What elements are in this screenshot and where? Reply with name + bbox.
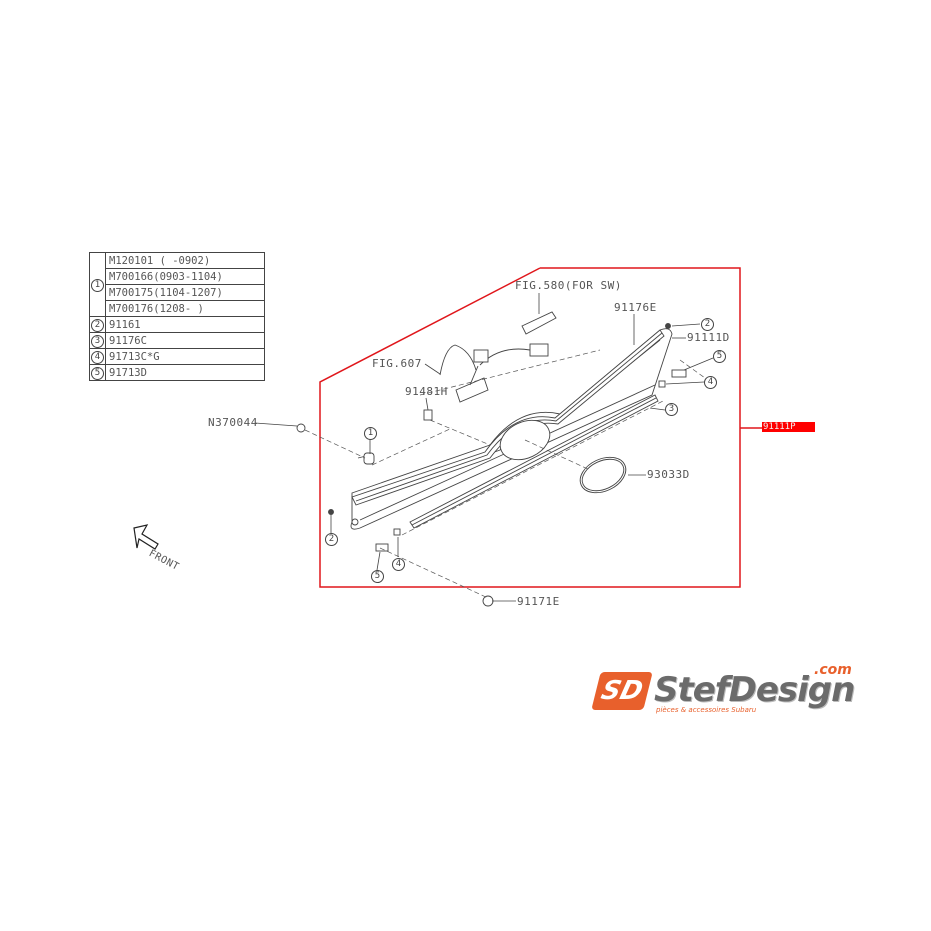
logo-mark-icon: SD xyxy=(591,672,653,710)
marker-4: 4 xyxy=(704,376,717,389)
assembly-tag-91111P[interactable]: 91111P xyxy=(762,422,815,432)
switch-bracket xyxy=(521,311,557,335)
nut-N370044 xyxy=(296,423,306,433)
clip-91481H xyxy=(423,409,433,421)
emblem-93033D xyxy=(579,456,627,494)
nut-91171E xyxy=(482,595,494,607)
callout-fig607[interactable]: FIG.607 xyxy=(372,357,422,370)
legend-row: M700176(1208- ) xyxy=(90,300,265,317)
marker-1: 1 xyxy=(364,427,377,440)
marker-4: 4 xyxy=(392,558,405,571)
callout-93033D: 93033D xyxy=(647,468,690,481)
callout-91481H: 91481H xyxy=(405,385,448,398)
callout-91171E: 91171E xyxy=(517,595,560,608)
callout-91176E: 91176E xyxy=(614,301,657,314)
callout-N370044: N370044 xyxy=(208,416,258,429)
legend-row: 3 91176C xyxy=(89,332,265,349)
legend-value: 91176C xyxy=(105,332,265,349)
logo-tagline: pièces & accessoires Subaru xyxy=(656,706,757,714)
parts-legend-table: 1 M120101 ( -0902) M700166(0903-1104) M7… xyxy=(89,252,265,381)
legend-value: M700176(1208- ) xyxy=(105,300,265,317)
legend-value: 91713D xyxy=(105,364,265,381)
logo-wordmark: StefDesign xyxy=(654,670,855,710)
lamp-assembly xyxy=(455,377,489,403)
front-arrow-icon xyxy=(133,524,159,550)
marker-5: 5 xyxy=(713,350,726,363)
logo-domain: .com xyxy=(814,662,852,678)
stefdesign-logo[interactable]: SD StefDesign .com pièces & accessoires … xyxy=(591,662,856,718)
marker-2: 2 xyxy=(325,533,338,546)
assembly-boundary xyxy=(319,267,741,588)
callout-91111D: 91111D xyxy=(687,331,730,344)
marker-2: 2 xyxy=(701,318,714,331)
legend-row: 5 91713D xyxy=(89,364,265,381)
marker-3: 3 xyxy=(665,403,678,416)
callout-fig580[interactable]: FIG.580(FOR SW) xyxy=(515,279,622,292)
marker-5: 5 xyxy=(371,570,384,583)
